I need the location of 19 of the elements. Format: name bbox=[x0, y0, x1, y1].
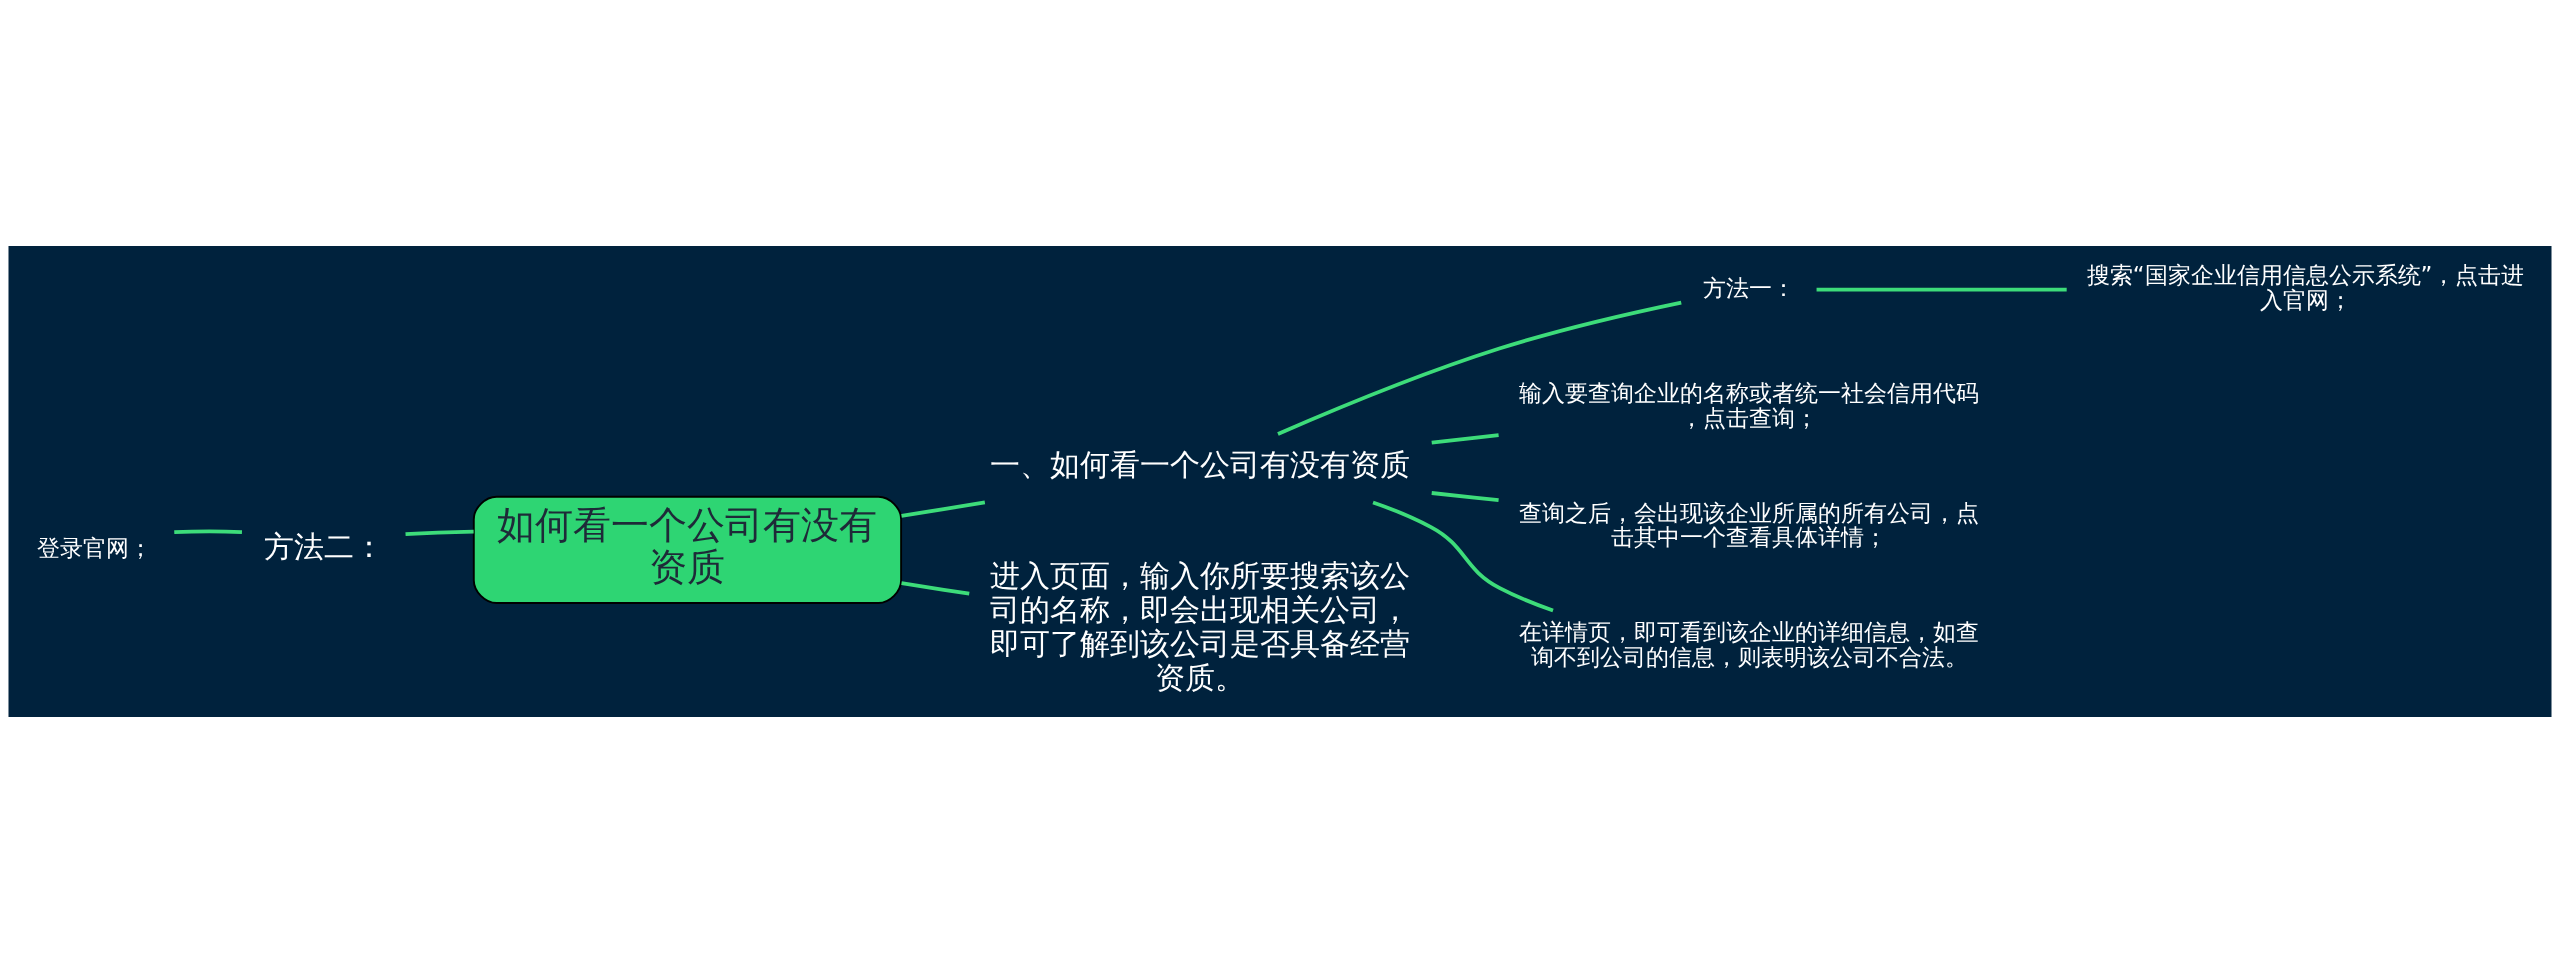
connector bbox=[1372, 500, 1554, 612]
node-text: 方法二： bbox=[263, 528, 384, 564]
connector bbox=[901, 580, 970, 596]
node-text: 登录官网； bbox=[37, 534, 153, 561]
node-text: 查询之后，会出现该企业所属的所有公司，点击其中一个查看具体详情； bbox=[1519, 499, 1980, 550]
connector bbox=[1431, 490, 1499, 502]
connector bbox=[174, 528, 243, 534]
node-box: 如何看一个公司有没有资质 bbox=[472, 495, 903, 604]
node-text: 方法一： bbox=[1703, 274, 1796, 301]
connector bbox=[1277, 300, 1682, 436]
node-text: 搜索“国家企业信用信息公示系统”，点击进入官网； bbox=[2086, 261, 2525, 313]
node-text: 进入页面，输入你所要搜索该公司的名称，即会出现相关公司，即可了解到该公司是否具备经营资质。 bbox=[990, 557, 1411, 695]
connector bbox=[405, 529, 474, 536]
connector bbox=[1816, 287, 2067, 292]
node-text: 输入要查询企业的名称或者统一社会信用代码，点击查询； bbox=[1519, 379, 1980, 431]
connector bbox=[1431, 432, 1499, 444]
node-text: 在详情页，即可看到该企业的详细信息，如查询不到公司的信息，则表明该公司不合法。 bbox=[1519, 618, 1980, 670]
node-text: 一、如何看一个公司有没有资质 bbox=[990, 446, 1411, 482]
connector bbox=[901, 500, 986, 518]
